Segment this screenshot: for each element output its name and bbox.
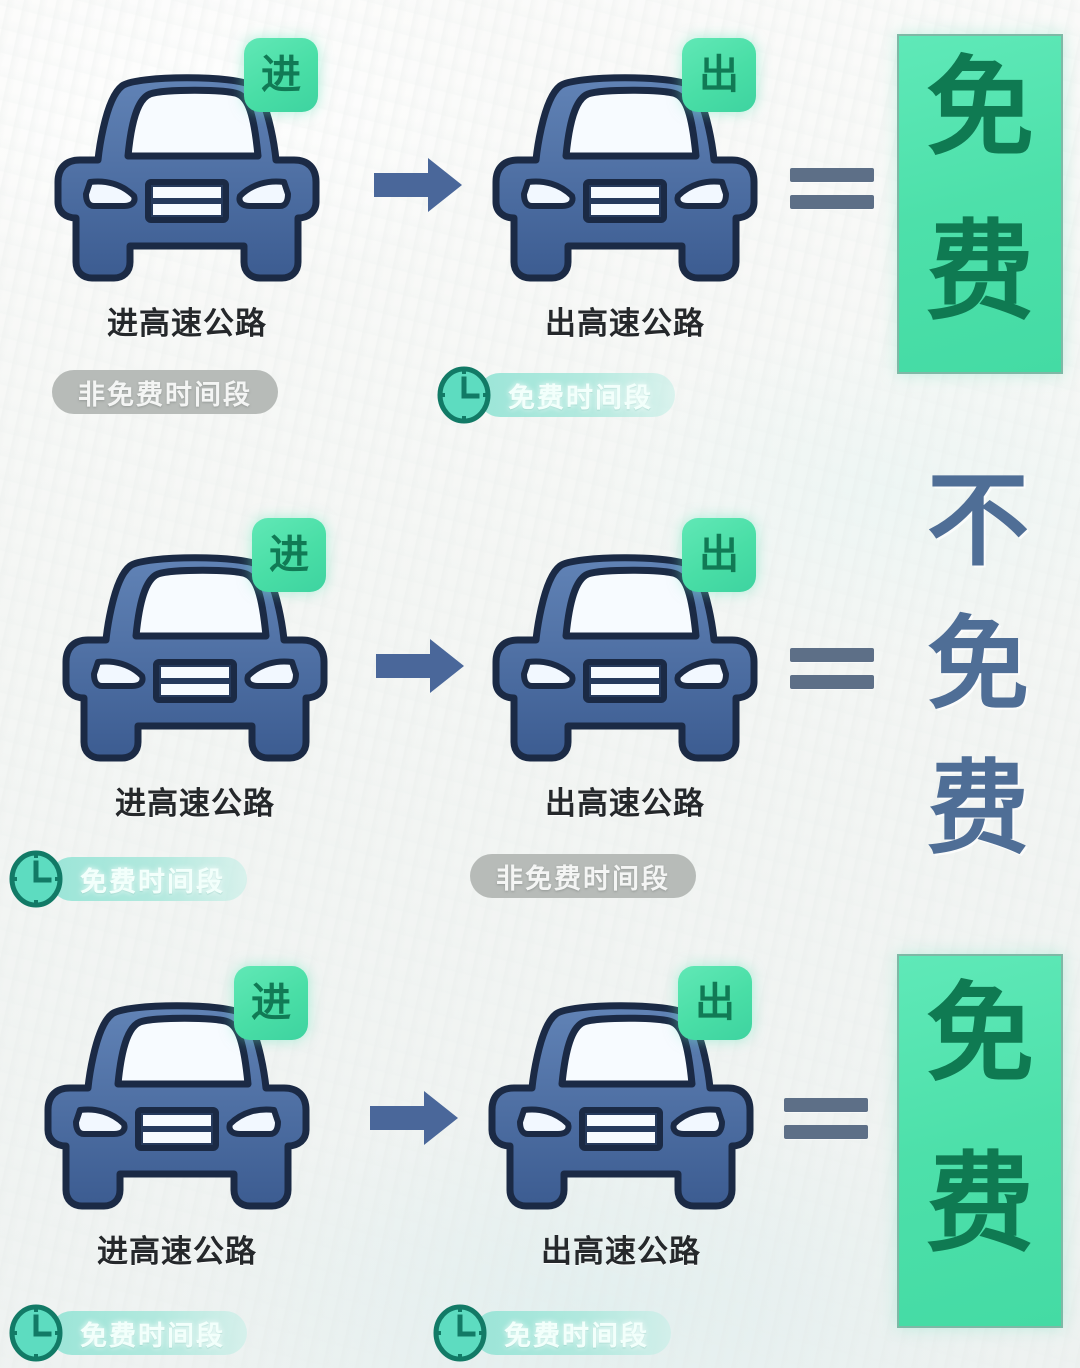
exit-caption: 出高速公路 xyxy=(545,786,705,821)
exit-badge-label: 出 xyxy=(699,53,739,97)
arrow-right-icon xyxy=(374,158,462,212)
car-front-icon xyxy=(488,1002,754,1210)
pill-label: 非免费时间段 xyxy=(496,863,670,894)
pill-body: 免费时间段 xyxy=(50,1311,247,1355)
enter-caption: 进高速公路 xyxy=(115,786,275,821)
pill-label: 免费时间段 xyxy=(508,382,653,413)
car-with-badge: 进 xyxy=(54,518,336,776)
enter-badge: 进 xyxy=(244,38,318,112)
exit-time-pill: 免费时间段 xyxy=(436,366,675,424)
exit-car-block: 出 出高速公路 xyxy=(470,38,780,343)
enter-badge: 进 xyxy=(252,518,326,592)
pill-label: 免费时间段 xyxy=(80,866,225,897)
pill-body: 免费时间段 xyxy=(474,1311,671,1355)
enter-badge-label: 进 xyxy=(251,981,291,1025)
pill-label: 免费时间段 xyxy=(504,1320,649,1351)
equals-sign-icon xyxy=(790,648,874,689)
car-front-icon xyxy=(62,554,328,762)
arrow-right-icon xyxy=(370,1091,458,1145)
pill-label: 免费时间段 xyxy=(80,1320,225,1351)
enter-car-block: 进 进高速公路 xyxy=(40,518,350,823)
car-front-icon xyxy=(44,1002,310,1210)
enter-time-pill: 非免费时间段 xyxy=(52,370,278,414)
car-front-icon xyxy=(54,74,320,282)
result-char: 免 xyxy=(925,47,1034,168)
enter-badge: 进 xyxy=(234,966,308,1040)
result-panel: 免 费 xyxy=(897,954,1063,1328)
result-char: 费 xyxy=(927,752,1029,866)
result-char: 费 xyxy=(925,211,1034,332)
enter-badge-label: 进 xyxy=(269,533,309,577)
exit-car-block: 出 出高速公路 xyxy=(470,518,780,823)
car-front-icon xyxy=(492,74,758,282)
result-panel: 不 免 费 xyxy=(897,470,1059,860)
pill-body: 免费时间段 xyxy=(50,857,247,901)
exit-time-pill: 非免费时间段 xyxy=(470,854,696,898)
enter-car-block: 进 进高速公路 xyxy=(32,38,342,343)
clock-icon xyxy=(433,1304,487,1362)
enter-time-pill: 免费时间段 xyxy=(8,1304,247,1362)
equals-sign-icon xyxy=(784,1098,868,1139)
arrow-right-icon xyxy=(376,639,464,693)
enter-car-block: 进 进高速公路 xyxy=(22,966,332,1271)
scenario-row-2: 进 进高速公路 出 xyxy=(0,456,1080,912)
result-char: 免 xyxy=(927,608,1029,722)
enter-badge-label: 进 xyxy=(261,53,301,97)
equals-sign-icon xyxy=(790,168,874,209)
exit-caption: 出高速公路 xyxy=(541,1234,701,1269)
pill-body: 非免费时间段 xyxy=(470,854,696,898)
car-with-badge: 出 xyxy=(484,518,766,776)
pill-label: 非免费时间段 xyxy=(78,379,252,410)
exit-car-block: 出 出高速公路 xyxy=(466,966,776,1271)
exit-caption: 出高速公路 xyxy=(545,306,705,341)
result-char: 费 xyxy=(925,1143,1034,1264)
exit-badge: 出 xyxy=(682,38,756,112)
clock-icon xyxy=(437,366,491,424)
scenario-row-1: 进 进高速公路 出 xyxy=(0,0,1080,456)
result-panel: 免 费 xyxy=(897,34,1063,374)
pill-body: 免费时间段 xyxy=(478,373,675,417)
car-with-badge: 出 xyxy=(484,38,766,296)
scenario-row-3: 进 进高速公路 出 xyxy=(0,912,1080,1368)
car-front-icon xyxy=(492,554,758,762)
exit-badge: 出 xyxy=(682,518,756,592)
exit-badge-label: 出 xyxy=(695,981,735,1025)
exit-badge-label: 出 xyxy=(699,533,739,577)
exit-time-pill: 免费时间段 xyxy=(432,1304,671,1362)
car-with-badge: 出 xyxy=(480,966,762,1224)
enter-time-pill: 免费时间段 xyxy=(8,850,247,908)
car-with-badge: 进 xyxy=(46,38,328,296)
clock-icon xyxy=(9,1304,63,1362)
pill-body: 非免费时间段 xyxy=(52,370,278,414)
clock-icon xyxy=(9,850,63,908)
result-char: 不 xyxy=(927,464,1029,578)
exit-badge: 出 xyxy=(678,966,752,1040)
enter-caption: 进高速公路 xyxy=(97,1234,257,1269)
result-char: 免 xyxy=(925,973,1034,1094)
enter-caption: 进高速公路 xyxy=(107,306,267,341)
car-with-badge: 进 xyxy=(36,966,318,1224)
